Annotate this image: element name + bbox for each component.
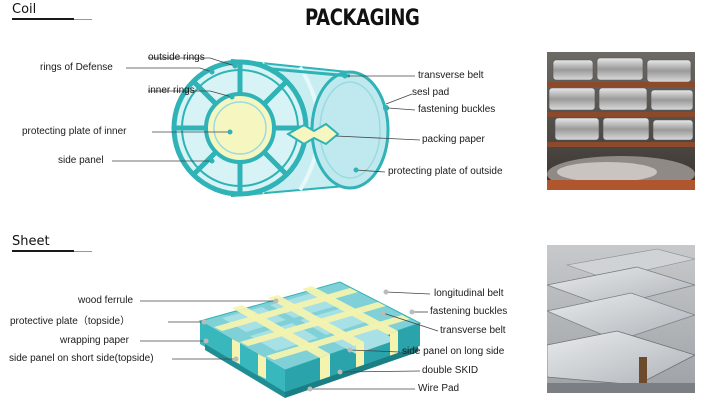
sheet-drawing: [198, 281, 422, 398]
label-inner-rings: inner rings: [148, 85, 195, 96]
label-transverse-belt: transverse belt: [418, 70, 484, 81]
label-protecting-plate-outside: protecting plate of outside: [388, 166, 503, 177]
sheet-section-heading: Sheet: [12, 234, 92, 252]
page-title: PACKAGING: [305, 6, 420, 31]
label-wrapping-paper: wrapping paper: [60, 335, 129, 346]
label-transverse-belt-sheet: transverse belt: [440, 325, 506, 336]
label-side-panel-long: side panel on long side: [402, 346, 505, 357]
coil-drawing: [171, 58, 390, 198]
label-rings-of-defense: rings of Defense: [40, 62, 113, 73]
label-longitudinal-belt: longitudinal belt: [434, 288, 504, 299]
coil-stack-photo: [547, 52, 695, 190]
sheet-stack-photo: [547, 245, 695, 393]
label-side-panel-short: side panel on short side(topside): [9, 353, 154, 364]
label-side-panel: side panel: [58, 155, 104, 166]
label-protective-plate-topside: protective plate（topside）: [10, 316, 131, 327]
sheet-leader-lines: [140, 291, 439, 390]
label-double-skid: double SKID: [422, 365, 479, 376]
label-outside-rings: outside rings: [148, 52, 205, 63]
coil-section-heading: Coil: [12, 2, 92, 20]
sheet-leader-dots: [201, 289, 415, 392]
label-wood-ferrule: wood ferrule: [78, 295, 134, 306]
label-wire-pad: Wire Pad: [418, 383, 460, 394]
label-packing-paper: packing paper: [422, 134, 485, 145]
coil-leader-lines: [112, 57, 421, 173]
coil-leader-dots: [209, 63, 359, 173]
label-sesl-pad: sesl pad: [412, 87, 450, 98]
label-fastening-buckles-sheet: fastening buckles: [430, 306, 508, 317]
label-fastening-buckles-coil: fastening buckles: [418, 104, 496, 115]
label-protecting-plate-inner: protecting plate of inner: [22, 126, 127, 137]
